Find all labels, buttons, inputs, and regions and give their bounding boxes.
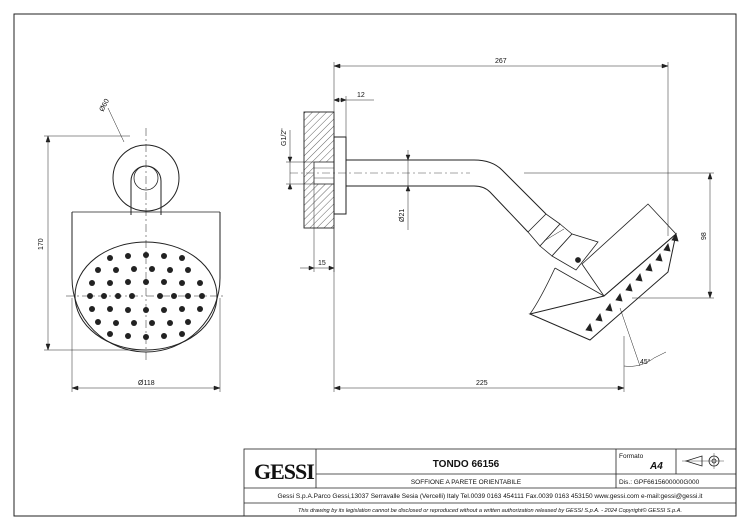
drawing-number: Dis.: GPF6615600000G000: [619, 479, 700, 486]
dim-w267: 267: [495, 58, 507, 65]
side-view-dimensions: [286, 62, 714, 392]
dim-w15: 15: [318, 260, 326, 267]
format-label: Formato: [619, 453, 644, 460]
side-view: [290, 111, 679, 341]
dim-w12: 12: [357, 92, 365, 99]
product-description: SOFFIONE A PARETE ORIENTABILE: [411, 479, 522, 486]
dim-w225: 225: [476, 380, 488, 387]
front-view-dimensions: [44, 107, 221, 392]
dim-h170: 170: [38, 238, 45, 250]
legal-notice: This drawing by its legislation cannot b…: [298, 507, 682, 514]
product-name: TONDO 66156: [433, 459, 500, 470]
front-view: [66, 128, 226, 360]
company-address: Gessi S.p.A.Parco Gessi,13037 Serravalle…: [278, 493, 703, 500]
drawing-frame: [13, 13, 737, 517]
brand-logo: GESSI: [254, 459, 314, 484]
dim-h98: 98: [701, 232, 708, 240]
dim-d118: Ø118: [138, 380, 155, 387]
title-block: [243, 448, 737, 517]
nozzle-pattern: [87, 252, 205, 340]
dim-g12: G1/2": [281, 128, 288, 146]
dim-d21: Ø21: [399, 209, 406, 222]
dim-a45: 45°: [640, 358, 651, 366]
format-value: A4: [649, 461, 663, 472]
